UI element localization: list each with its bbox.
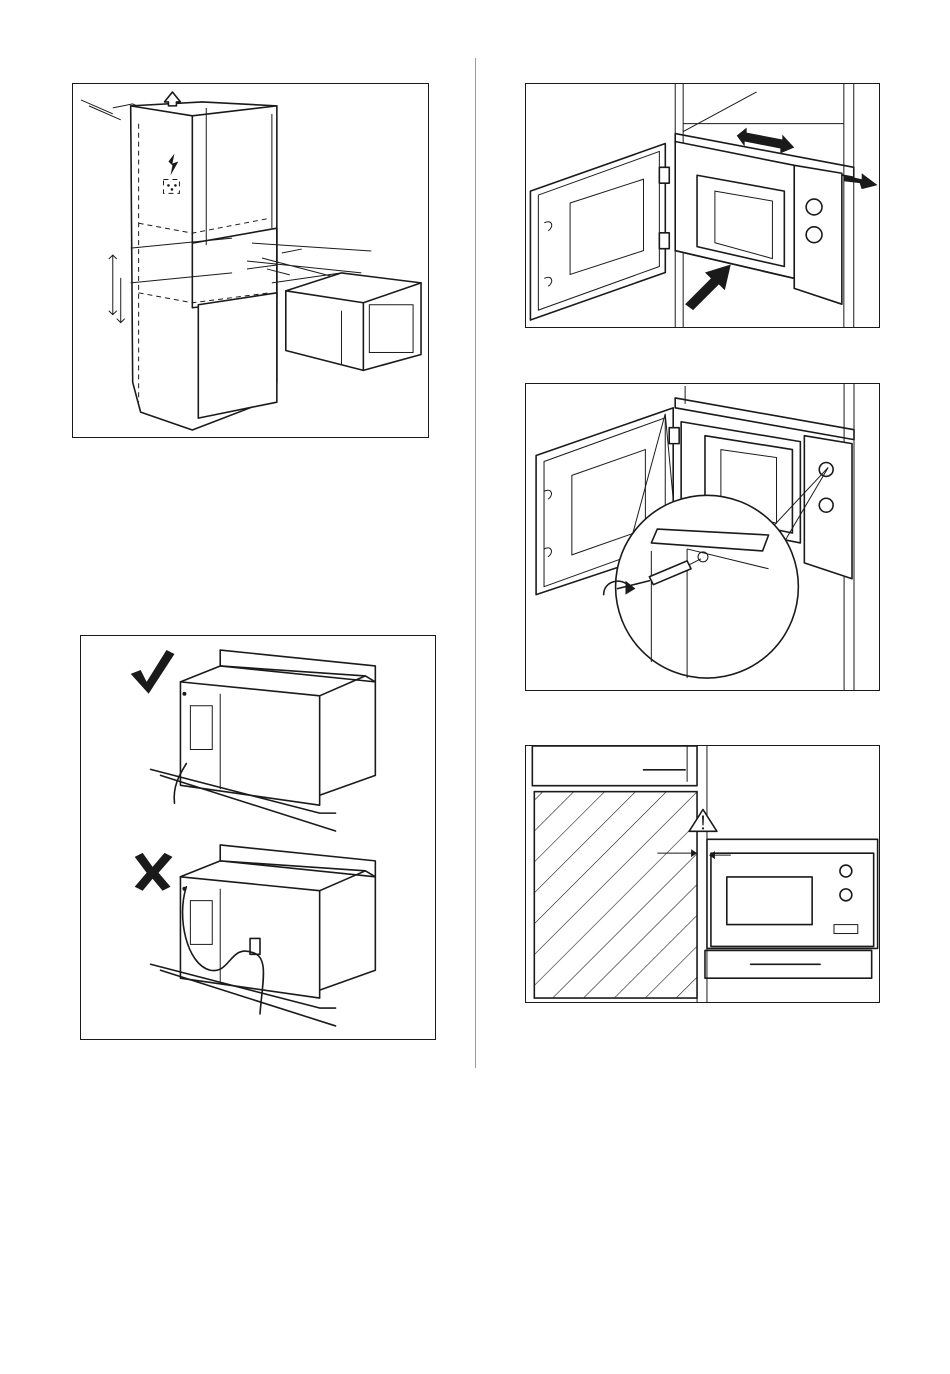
figure-frame-insertion [525,83,880,328]
figure-cable-routing [80,635,436,1040]
open-door [530,144,665,321]
figure-screw-fixing [525,383,880,691]
column-divider [475,58,476,1068]
checkmark-icon [131,650,175,694]
power-socket-icon [163,179,179,193]
microwave-cavity [675,142,794,279]
cabinet-correct [151,650,376,831]
push-arrow-icon [685,265,731,311]
obstruction-area [534,792,697,998]
microwave-unit [286,273,421,370]
control-panel [794,165,842,304]
figure-side-clearance [525,745,880,1003]
electric-shock-icon [168,154,178,176]
microwave-unit [707,839,878,948]
cabinet-incorrect [151,845,376,1026]
figure-cabinet-dimensions [72,83,429,438]
cross-icon [135,853,173,891]
double-arrow-icon [737,128,795,154]
